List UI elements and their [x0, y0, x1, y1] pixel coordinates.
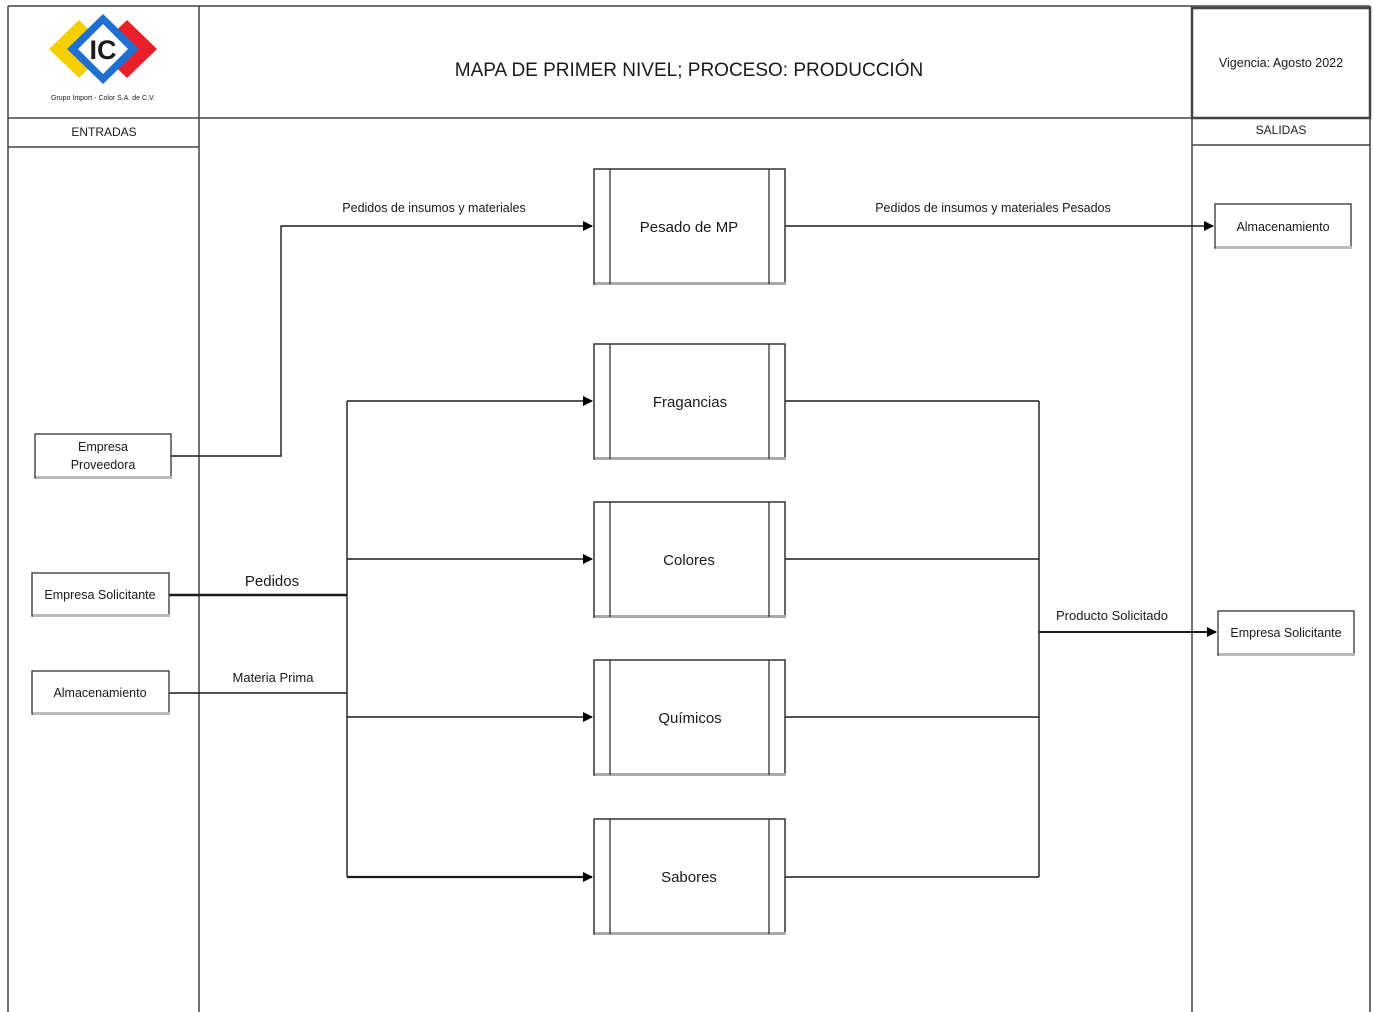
process-sabores: Sabores [593, 818, 786, 935]
input-label-line1: Empresa [78, 440, 128, 454]
logo-caption: Grupo Import - Color S.A. de C.V. [51, 95, 155, 102]
process-label: Colores [663, 552, 715, 569]
process-label: Sabores [661, 869, 717, 886]
output-almacenamiento: Almacenamiento [1214, 203, 1352, 249]
process-fragancias: Fragancias [593, 343, 786, 460]
output-label: Almacenamiento [1236, 220, 1329, 234]
input-empresa-proveedora: Empresa Proveedora [34, 433, 172, 479]
process-quimicos: Químicos [593, 659, 786, 776]
page-title: MAPA DE PRIMER NIVEL; PROCESO: PRODUCCIÓ… [455, 59, 923, 81]
label-producto-solicitado: Producto Solicitado [1056, 608, 1168, 623]
entradas-header: ENTRADAS [71, 125, 136, 139]
frame [7, 5, 1372, 1012]
vigencia-label: Vigencia: Agosto 2022 [1219, 56, 1343, 70]
process-colores: Colores [593, 501, 786, 618]
salidas-header: SALIDAS [1256, 123, 1307, 137]
label-pedidos-pesados: Pedidos de insumos y materiales Pesados [875, 201, 1111, 215]
input-empresa-solicitante: Empresa Solicitante [31, 572, 170, 617]
output-label: Empresa Solicitante [1230, 626, 1341, 640]
input-almacenamiento: Almacenamiento [31, 670, 170, 715]
process-label: Fragancias [653, 394, 727, 411]
process-pesado-de-mp: Pesado de MP [593, 168, 786, 285]
process-label: Químicos [658, 710, 721, 727]
connectors [169, 221, 1217, 882]
output-empresa-solicitante: Empresa Solicitante [1217, 610, 1355, 656]
input-label-line2: Proveedora [71, 458, 136, 472]
label-pedidos: Pedidos [245, 573, 299, 590]
label-materia-prima: Materia Prima [233, 670, 315, 685]
process-label: Pesado de MP [640, 219, 738, 236]
input-label: Empresa Solicitante [44, 588, 155, 602]
company-logo: IC Grupo Import - Color S.A. de C.V. [49, 14, 157, 102]
label-pedidos-insumos: Pedidos de insumos y materiales [342, 201, 525, 215]
logo-letters: IC [90, 35, 117, 65]
connector-proveedora-pesado [171, 221, 593, 457]
input-label: Almacenamiento [53, 686, 146, 700]
